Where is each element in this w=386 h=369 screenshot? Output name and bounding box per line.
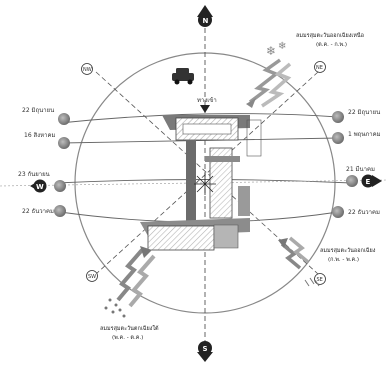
north-marker: N <box>197 5 213 27</box>
monsoon-label: (ต.ค. - ก.พ.) <box>316 42 347 48</box>
sun-icon <box>332 132 344 144</box>
wind-arrow <box>261 62 292 108</box>
sun-icon <box>54 205 66 217</box>
sun-icon <box>58 137 70 149</box>
monsoon-label: (พ.ค. - ต.ค.) <box>112 335 143 341</box>
wind-arrow <box>116 248 144 302</box>
sun-icon <box>54 180 66 192</box>
east-marker: E <box>361 174 382 188</box>
sun-icon <box>332 111 344 123</box>
sun-icon <box>332 206 344 218</box>
sw-monsoon-group: ลมมรสุมตะวันตกเฉียงใต้ (พ.ค. - ต.ค.) <box>100 246 159 341</box>
se-monsoon-group: ลมมรสุมตะวันออกเฉียง (ก.พ. - พ.ค.) <box>278 236 376 287</box>
sun-path-22-june <box>59 113 339 124</box>
snowflake-icon: ❄ <box>278 41 286 52</box>
entrance-arrow <box>200 105 210 113</box>
monsoon-label: (ก.พ. - พ.ค.) <box>328 257 359 263</box>
svg-text:SW: SW <box>88 274 96 280</box>
sw-marker: SW <box>86 270 98 282</box>
ne-marker: NE <box>314 61 326 73</box>
sun-date-label: 22 ธันวาคม <box>22 208 54 215</box>
south-marker: S <box>197 341 213 362</box>
sun-icon <box>346 175 358 187</box>
monsoon-label: ลมมรสุมตะวันตกเฉียงใต้ <box>100 325 159 332</box>
sun-date-label: 16 สิงหาคม <box>24 132 55 139</box>
sun-date-label: 21 มีนาคม <box>346 165 375 173</box>
center-marker <box>194 173 216 195</box>
svg-text:E: E <box>366 178 371 186</box>
west-marker: W <box>30 179 47 193</box>
svg-text:NW: NW <box>83 67 92 73</box>
wind-arrow <box>280 242 302 270</box>
wind-arrow <box>128 254 156 308</box>
se-marker: SE <box>314 273 326 285</box>
monsoon-label: ลมมรสุมตะวันออกเฉียงเหนือ <box>296 32 364 39</box>
snowflake-icon: ❄ <box>266 44 276 58</box>
sun-date-label: 1 พฤษภาคม <box>348 131 381 138</box>
sun-date-label: 22 มิถุนายน <box>22 107 54 114</box>
building-plan <box>140 115 262 251</box>
nw-marker: NW <box>81 63 93 75</box>
sun-path-equinox <box>55 179 353 184</box>
ne-monsoon-group: ลมมรสุมตะวันออกเฉียงเหนือ (ต.ค. - ก.พ.) … <box>246 32 364 108</box>
sun-date-label: 22 มิถุนายน <box>348 109 380 116</box>
svg-text:SE: SE <box>317 277 323 283</box>
rain-icon <box>104 298 126 318</box>
svg-text:NE: NE <box>316 65 323 71</box>
rain-icon <box>304 277 320 287</box>
car-icon <box>172 68 194 85</box>
sun-date-label: 22 ธันวาคม <box>348 209 380 216</box>
svg-text:W: W <box>36 183 44 191</box>
entrance-label: ทางเข้า <box>197 97 217 104</box>
svg-text:N: N <box>203 17 209 25</box>
ne-sw-axis <box>95 71 319 275</box>
wind-arrow <box>248 58 282 104</box>
sun-icon <box>58 113 70 125</box>
svg-text:S: S <box>203 345 208 353</box>
monsoon-label: ลมมรสุมตะวันออกเฉียง <box>320 247 376 254</box>
wind-arrow <box>288 236 310 264</box>
sun-date-label: 23 กันยายน <box>18 171 50 178</box>
